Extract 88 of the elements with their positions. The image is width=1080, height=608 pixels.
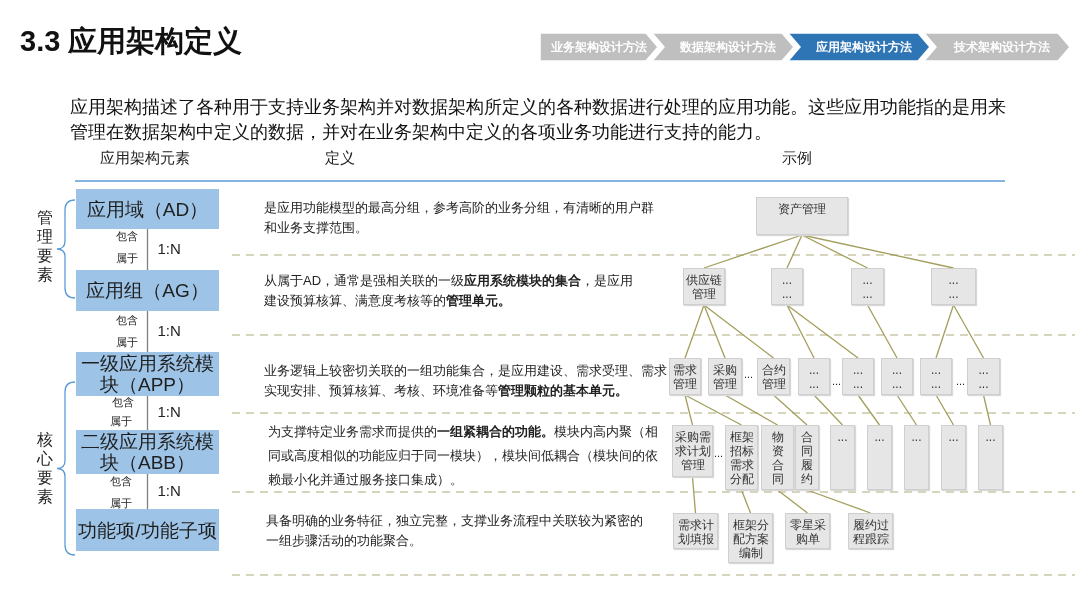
relation-label: 包含 xyxy=(116,313,138,328)
definition-text: 具备明确的业务特征，独立完整，支撑业务流程中关联较为紧密的一组步骤活动的功能聚合。 xyxy=(266,512,644,550)
definition-text: 是应用功能模型的最高分组，参考高阶的业务分组，有清晰的用户群和业务支撑范围。 xyxy=(264,199,655,237)
definition-text: 从属于AD，通常是强相关联的一级应用系统模块的集合，是应用建设预算核算、满意度考核等的管理单元。 xyxy=(264,272,635,310)
tree-box: ... ... xyxy=(967,358,1000,395)
tree-box: 采购需求计划管理 xyxy=(672,425,713,477)
connector-line xyxy=(801,234,955,269)
breadcrumb-step: 业务架构设计方法 xyxy=(540,33,658,61)
tree-box: 需求管理 xyxy=(669,358,701,395)
connector-line xyxy=(786,304,859,359)
intro-paragraph: 应用架构描述了各种用于支持业务架构并对数据架构所定义的各种数据进行处理的应用功能。这些应用功能指的是用来管理在数据架构中定义的数据，并对在业务架构中定义的各项业务功能进行支持的能力。 xyxy=(70,96,1007,144)
element-box: 应用域（AD） xyxy=(76,189,219,229)
relation-label: 包含 xyxy=(110,474,132,489)
relation-label: 包含 xyxy=(112,395,134,410)
category-label: 管理要素 xyxy=(37,208,54,284)
connector-line xyxy=(813,394,844,426)
connector-line xyxy=(684,394,743,426)
relation-label: 属于 xyxy=(116,335,138,350)
breadcrumb-step: 技术架构设计方法 xyxy=(924,33,1070,61)
connector-line xyxy=(866,304,898,359)
definition-text: 业务逻辑上较密切关联的一组功能集合，是应用建设、需求受理、需求实现安排、预算核算、考核、环境准备等管理颗粒的基本单元。 xyxy=(264,362,668,400)
connector-line xyxy=(896,394,918,426)
connector-line xyxy=(684,304,705,359)
tree-box: ... ... xyxy=(920,358,952,395)
connector-line xyxy=(146,473,149,510)
connector-line xyxy=(684,394,694,426)
tree-box: ... xyxy=(978,425,1003,490)
column-header: 定义 xyxy=(325,149,355,168)
connector-line xyxy=(801,234,869,269)
column-header: 应用架构元素 xyxy=(100,149,190,168)
ellipsis: ... xyxy=(956,375,966,387)
relation-label: 包含 xyxy=(116,229,138,244)
definition-text: 为支撑特定业务需求而提供的一组紧耦合的功能。模块内高内聚（相同或高度相似的功能应归于同一模块），模块间低耦合（模块间的依赖最小化并通过服务接口集成）。 xyxy=(268,423,659,489)
ellipsis: ... xyxy=(832,375,842,387)
tree-box: 物资合同 xyxy=(761,425,794,490)
relation-label: 属于 xyxy=(110,414,132,429)
connector-line xyxy=(935,304,955,359)
column-header: 示例 xyxy=(782,149,812,168)
connector-line xyxy=(786,304,815,359)
tree-box: ... ... xyxy=(798,358,830,395)
tree-box: ... ... xyxy=(842,358,874,395)
tree-box: 合约管理 xyxy=(757,358,790,395)
tree-box: 零星采购单 xyxy=(785,513,830,549)
tree-box: ... xyxy=(830,425,855,490)
tree-box: ... ... xyxy=(931,268,976,305)
connector-line xyxy=(146,228,149,271)
tree-box: 供应链管理 xyxy=(683,268,725,305)
tree-box: 框架分配方案编制 xyxy=(728,513,773,563)
relation-label: 属于 xyxy=(116,251,138,266)
element-box: 二级应用系统模块（ABB） xyxy=(76,430,219,474)
tree-box: 履约过程跟踪 xyxy=(848,513,893,549)
breadcrumb-step: 数据架构设计方法 xyxy=(652,33,794,61)
tree-box: ... ... xyxy=(771,268,803,305)
tree-box: ... ... xyxy=(881,358,913,395)
element-box: 应用组（AG） xyxy=(76,270,219,311)
connector-line xyxy=(806,489,872,514)
connector-line xyxy=(703,304,726,359)
connector-line xyxy=(857,394,881,426)
connector-line xyxy=(935,394,955,426)
connector-line xyxy=(724,394,779,426)
ellipsis: ... xyxy=(714,447,724,459)
element-box: 一级应用系统模块（APP） xyxy=(76,352,219,396)
tree-box: 合同履约 xyxy=(795,425,819,490)
tree-box: 框架招标需求分配 xyxy=(725,425,758,490)
relation-label: 属于 xyxy=(110,496,132,511)
element-box: 功能项/功能子项 xyxy=(76,509,219,551)
breadcrumb-step: 应用架构设计方法 xyxy=(788,33,930,61)
connector-line xyxy=(786,234,803,269)
tree-box: ... xyxy=(941,425,966,490)
category-label: 核心要素 xyxy=(37,430,54,506)
connector-line xyxy=(982,394,992,426)
connector-line xyxy=(703,304,775,359)
connector-line xyxy=(146,310,149,353)
ellipsis: ... xyxy=(744,368,754,380)
connector-line xyxy=(691,476,697,514)
connector-line xyxy=(952,304,985,359)
tree-box: ... xyxy=(867,425,892,490)
page-title: 3.3 应用架构定义 xyxy=(20,24,243,59)
tree-box: ... ... xyxy=(851,268,884,305)
tree-box: 采购管理 xyxy=(708,358,742,395)
tree-box: 资产管理 xyxy=(756,197,848,235)
connector-line xyxy=(776,489,809,514)
tree-box: 需求计划填报 xyxy=(673,513,718,549)
connector-line xyxy=(703,234,803,269)
tree-box: ... xyxy=(904,425,929,490)
connector-line xyxy=(740,489,752,514)
connector-line xyxy=(146,395,149,431)
connector-line xyxy=(772,394,808,426)
